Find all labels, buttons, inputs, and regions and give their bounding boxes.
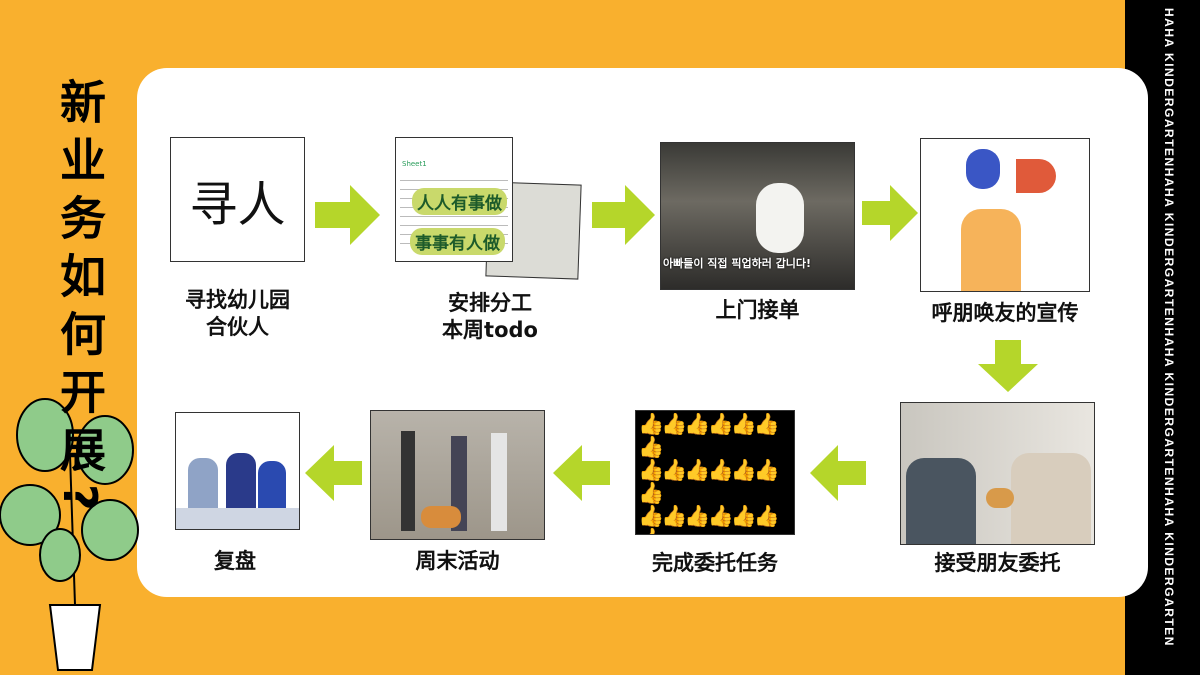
arrow-right-1-icon [315, 185, 380, 245]
step-4-label: 呼朋唤友的宣传 [931, 301, 1079, 325]
side-text: HAHA KINDERGARTENHAHA KINDERGARTENHAHA K… [1162, 8, 1176, 647]
page-title: 新业务如何开展? [53, 78, 107, 523]
step-7-image [370, 410, 545, 540]
step-2-slogan-1: 人人有事做 [412, 188, 507, 215]
step-1-label-line1: 寻找幼儿园 [185, 288, 290, 312]
megaphone-icon [1016, 159, 1056, 193]
step-6-label: 完成委托任务 [652, 551, 778, 575]
step-1-image-text: 寻人 [189, 176, 286, 233]
thumbs-up-grid: 👍👍👍👍👍👍👍👍👍👍👍👍👍👍👍👍👍👍👍👍👍👍👍👍👍👍👍👍👍👍👍👍👍👍👍 [638, 412, 780, 535]
step-2-slogan-2: 事事有人做 [410, 228, 505, 255]
step-4-image [920, 138, 1090, 292]
arrow-right-3-icon [862, 185, 918, 241]
step-2-label: 安排分工本周todo [415, 290, 565, 344]
arrow-left-2-icon [553, 445, 610, 501]
plant-illustration [0, 398, 139, 671]
arrow-left-3-icon [305, 445, 362, 501]
step-3-label: 上门接单 [715, 298, 800, 322]
step-2-label-line2: 本周todo [442, 318, 538, 342]
step-1-label-line2: 合伙人 [206, 315, 269, 339]
step-2-label-line1: 安排分工 [448, 291, 532, 315]
step-7-label: 周末活动 [415, 549, 500, 573]
arrow-left-1-icon [810, 445, 866, 501]
step-5-label: 接受朋友委托 [934, 551, 1061, 575]
step-8-image [175, 412, 300, 530]
step-1-label: 寻找幼儿园合伙人 [160, 287, 315, 341]
arrow-right-2-icon [592, 185, 655, 245]
arrow-down-icon [978, 340, 1038, 392]
step-1-image: 寻人 [170, 137, 305, 262]
step-5-image [900, 402, 1095, 545]
step-2-sheet-tab: Sheet1 [402, 160, 427, 168]
step-8-label: 复盘 [214, 549, 256, 573]
step-3-image: 아빠들이 직접 픽업하러 갑니다! [660, 142, 855, 290]
step-6-image: 👍👍👍👍👍👍👍👍👍👍👍👍👍👍👍👍👍👍👍👍👍👍👍👍👍👍👍👍👍👍👍👍👍👍👍 [635, 410, 795, 535]
step-3-image-caption: 아빠들이 직접 픽업하러 갑니다! [663, 257, 812, 270]
